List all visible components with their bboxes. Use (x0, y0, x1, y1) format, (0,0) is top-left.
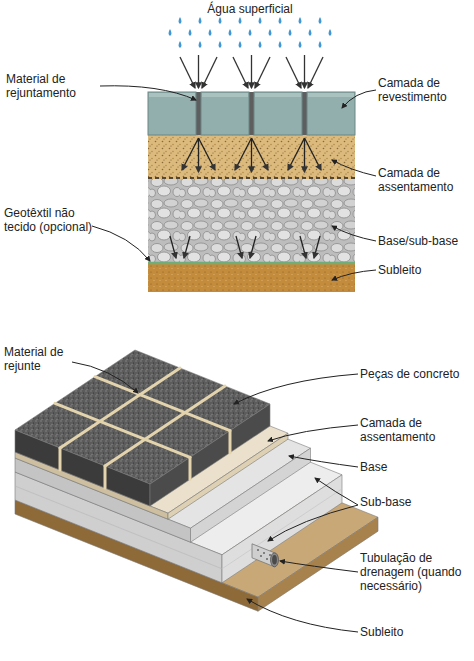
part-label: Tubulação de drenagem (quando necessário… (360, 551, 474, 593)
leader-lines (72, 362, 358, 632)
layer-stack (15, 350, 378, 611)
subgrade-layer (148, 264, 355, 292)
layer-boundary (148, 177, 355, 179)
paver-blocks (148, 92, 355, 135)
part-label: Geotêxtil não tecido (opcional) (4, 206, 94, 234)
part-label: Água superficial (180, 2, 320, 16)
leader-lines (92, 86, 376, 280)
part-label: Subleito (360, 625, 470, 639)
geotextile (148, 262, 355, 265)
part-label: Camada de assentamento (378, 166, 472, 194)
bedding-layer (148, 135, 355, 179)
joint-filler (148, 92, 355, 135)
base-layer (148, 179, 355, 263)
rain-drops (169, 17, 332, 48)
part-label: Base (360, 460, 470, 474)
paver-joints (55, 368, 230, 488)
part-label: Base/sub-base (378, 234, 472, 248)
drainage-pipe (252, 544, 279, 567)
part-label: Sub-base (360, 495, 470, 509)
infiltration-arrows (170, 138, 321, 258)
part-label: Peças de concreto (360, 367, 472, 381)
rain-arrows (180, 55, 323, 88)
part-label: Camada de revestimento (378, 76, 472, 104)
part-label: Material de rejunte (4, 345, 84, 373)
part-label: Subleito (378, 263, 472, 277)
part-label: Camada de assentamento (360, 416, 470, 444)
part-label: Material de rejuntamento (6, 72, 98, 100)
